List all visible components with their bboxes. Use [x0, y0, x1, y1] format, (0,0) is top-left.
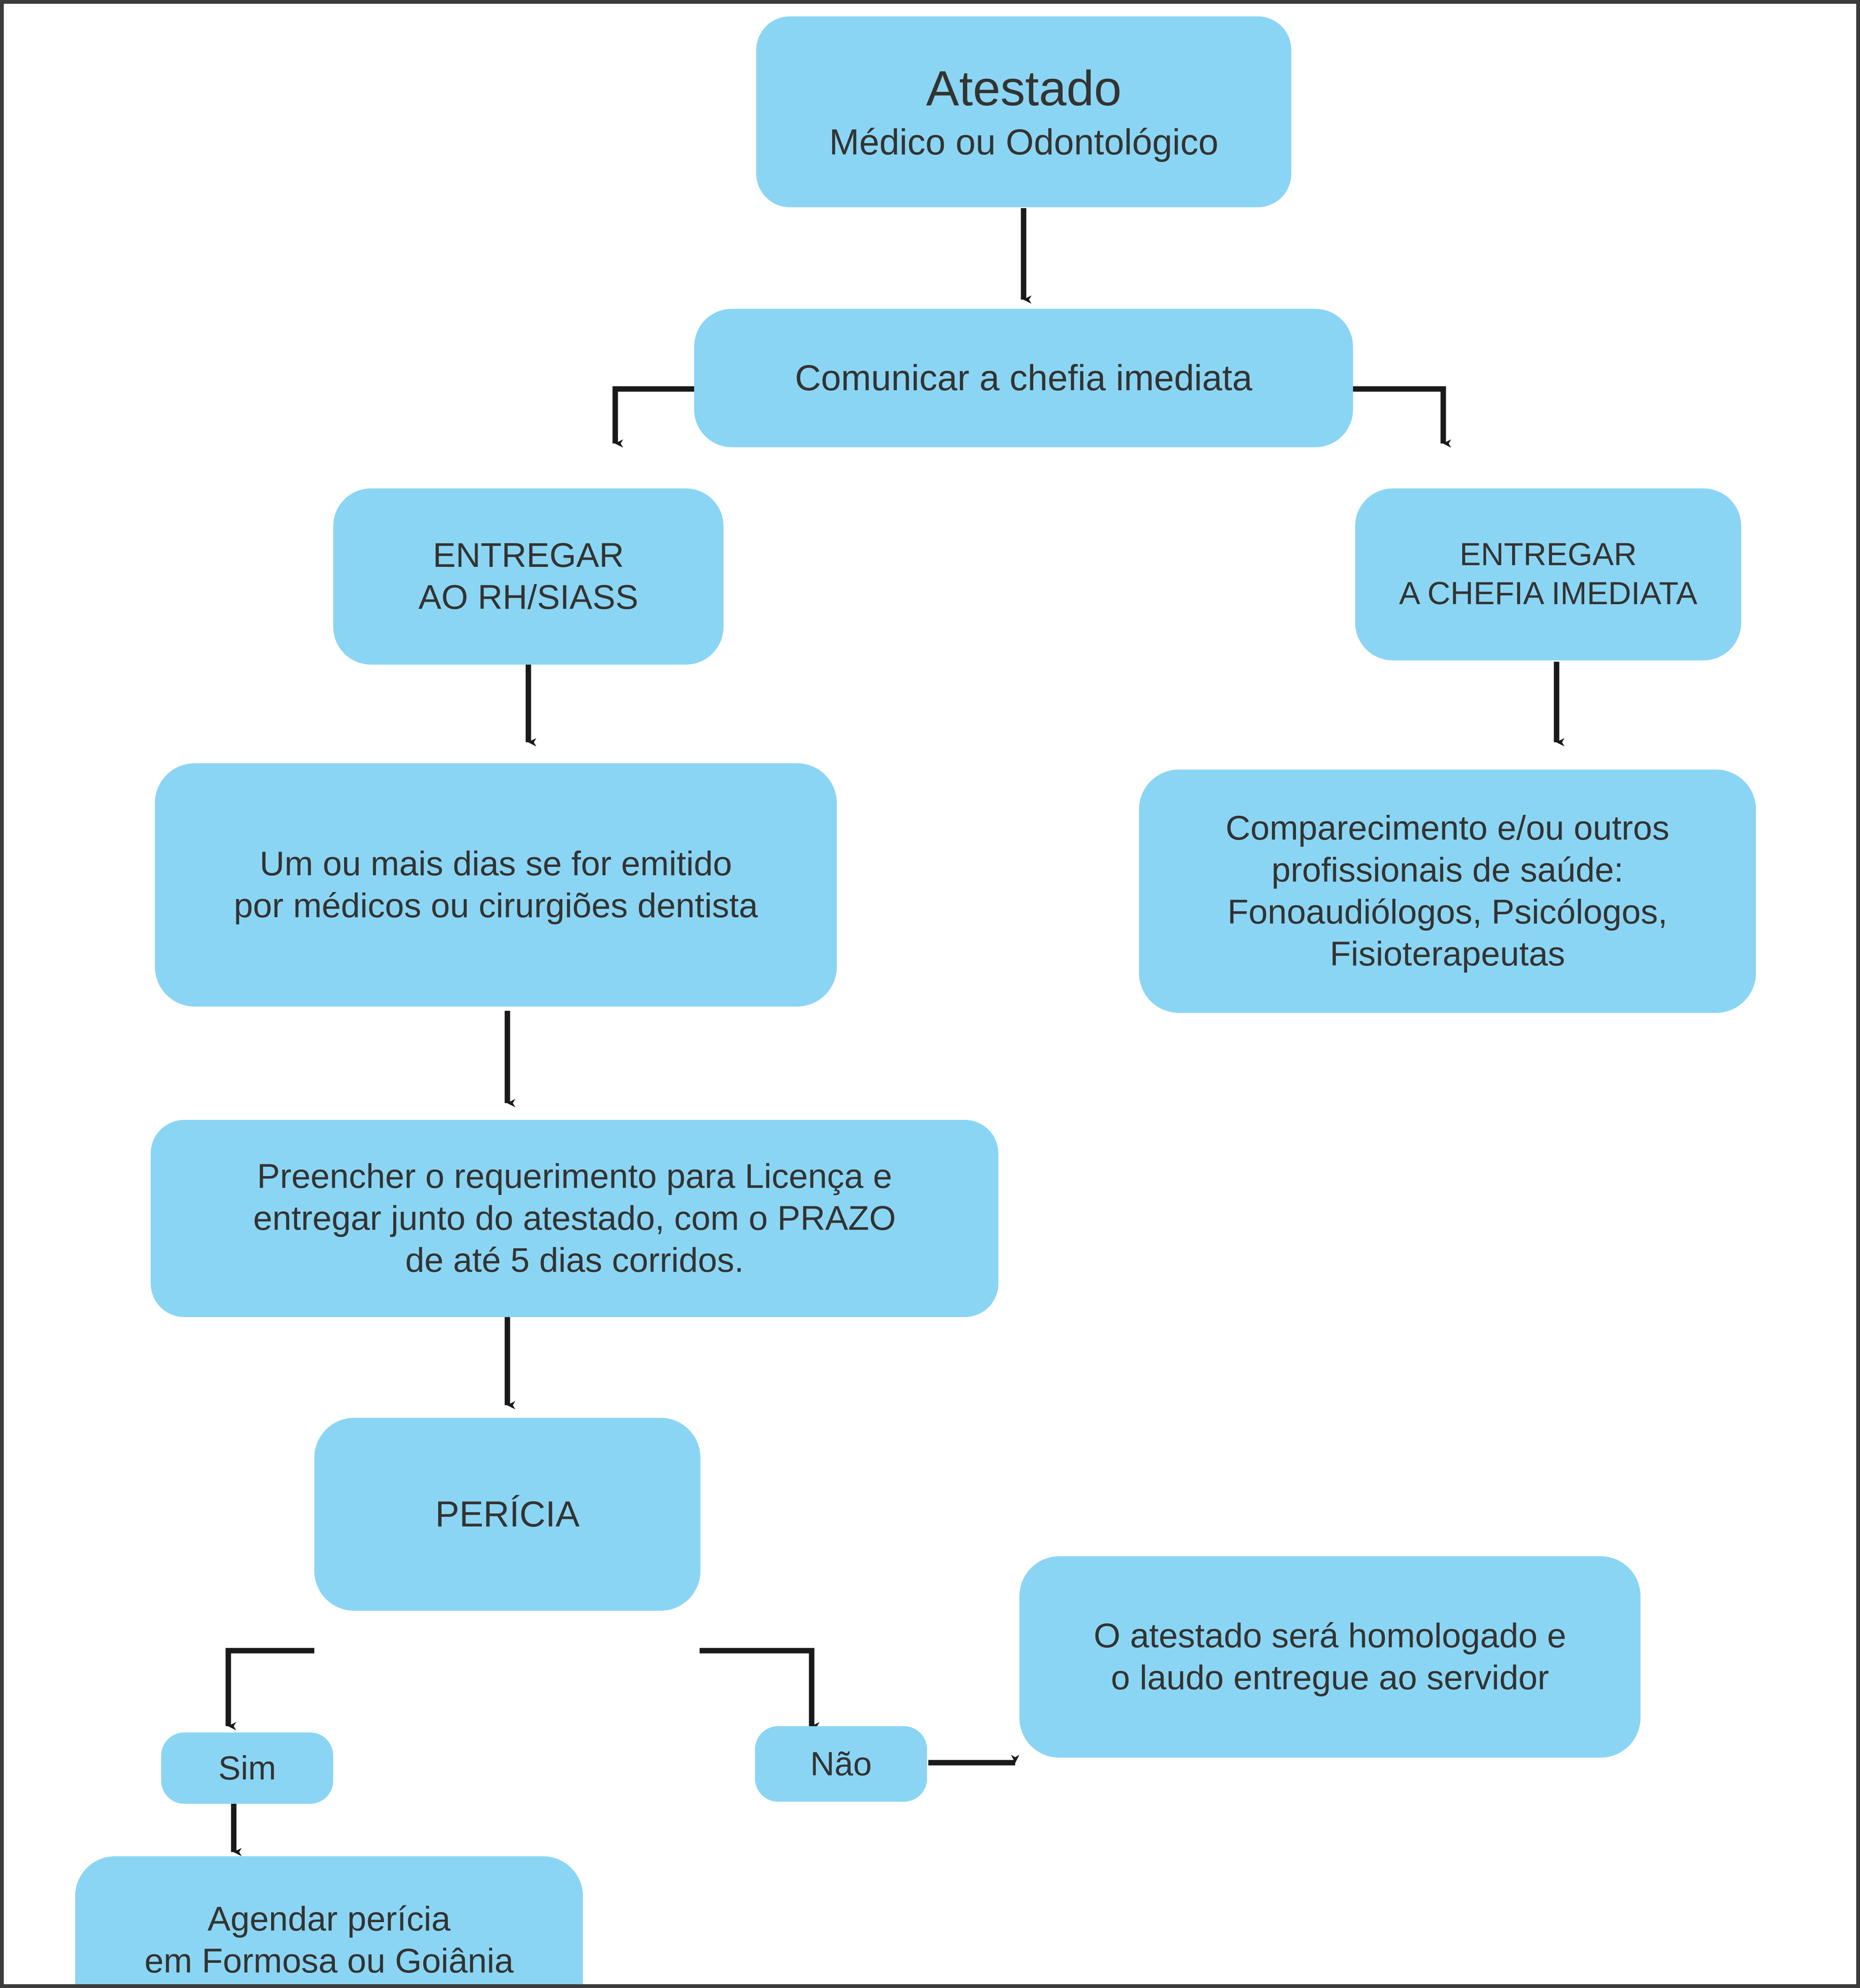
node-atestado-homologado-label: O atestado será homologado e o laudo ent… [1094, 1616, 1566, 1697]
node-atestado-homologado[interactable]: O atestado será homologado e o laudo ent… [1019, 1556, 1641, 1758]
edge-pericia-nao [700, 1648, 820, 1730]
node-agendar-pericia-label: Agendar perícia em Formosa ou Goiânia [144, 1899, 514, 1980]
node-atestado[interactable]: Atestado Médico ou Odontológico [756, 16, 1291, 207]
node-pericia-label: PERÍCIA [435, 1494, 580, 1534]
node-comparecimento-profissionais[interactable]: Comparecimento e/ou outros profissionais… [1139, 770, 1756, 1013]
node-comparecimento-profissionais-label: Comparecimento e/ou outros profissionais… [1225, 809, 1669, 973]
node-sim-label: Sim [218, 1749, 276, 1787]
node-entregar-chefia-imediata-label: ENTREGAR A CHEFIA IMEDIATA [1399, 537, 1698, 611]
node-entregar-chefia-imediata[interactable]: ENTREGAR A CHEFIA IMEDIATA [1355, 488, 1741, 660]
node-comunicar-chefia[interactable]: Comunicar a chefia imediata [694, 309, 1353, 447]
edge-pericia-sim [225, 1648, 314, 1730]
edge-comunicar-entregar-chefia [1351, 386, 1451, 448]
node-atestado-title: Atestado [926, 61, 1122, 117]
node-preencher-requerimento-label: Preencher o requerimento para Licença e … [253, 1157, 896, 1280]
node-agendar-pericia[interactable]: Agendar perícia em Formosa ou Goiânia [75, 1856, 583, 1984]
node-comunicar-chefia-label: Comunicar a chefia imediata [795, 357, 1252, 398]
node-nao[interactable]: Não [755, 1726, 927, 1802]
node-sim[interactable]: Sim [161, 1732, 333, 1804]
node-pericia[interactable]: PERÍCIA [314, 1418, 700, 1611]
edge-comunicar-entregar-rh [612, 386, 695, 448]
node-um-ou-mais-dias[interactable]: Um ou mais dias se for emitido por médic… [155, 763, 837, 1007]
node-atestado-subtitle: Médico ou Odontológico [829, 122, 1219, 162]
node-entregar-rh-siass-label: ENTREGAR AO RH/SIASS [418, 536, 639, 616]
node-entregar-rh-siass[interactable]: ENTREGAR AO RH/SIASS [333, 488, 724, 665]
node-preencher-requerimento[interactable]: Preencher o requerimento para Licença e … [151, 1120, 998, 1317]
node-um-ou-mais-dias-label: Um ou mais dias se for emitido por médic… [234, 844, 758, 925]
node-nao-label: Não [810, 1745, 872, 1783]
